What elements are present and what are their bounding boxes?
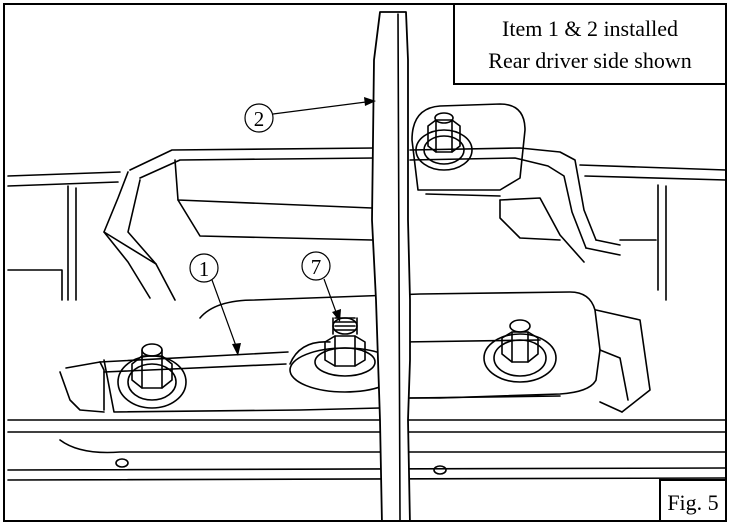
upper-mount-bracket <box>103 103 621 301</box>
nut-left <box>117 343 187 409</box>
item-2-bracket <box>371 11 411 521</box>
figure-label: Fig. 5 <box>667 490 718 515</box>
svg-text:7: 7 <box>311 255 322 279</box>
svg-text:2: 2 <box>254 107 265 131</box>
item-1-plate <box>59 291 651 413</box>
arrowhead-icon <box>232 343 241 356</box>
caption-line-2: Rear driver side shown <box>488 48 691 73</box>
nut-upper <box>415 112 473 171</box>
figure-border <box>3 3 727 522</box>
arrowhead-icon <box>364 97 376 106</box>
nut-right <box>483 319 557 383</box>
caption-box: Item 1 & 2 installed Rear driver side sh… <box>453 3 727 85</box>
callout-7: 7 <box>301 251 341 322</box>
callout-1: 1 <box>189 253 241 356</box>
callout-2: 2 <box>244 97 376 133</box>
bumper-body <box>7 164 726 481</box>
figure-label-box: Fig. 5 <box>659 479 727 522</box>
caption-line-1: Item 1 & 2 installed <box>502 16 678 41</box>
arrowhead-icon <box>332 309 341 322</box>
svg-text:1: 1 <box>199 257 210 281</box>
